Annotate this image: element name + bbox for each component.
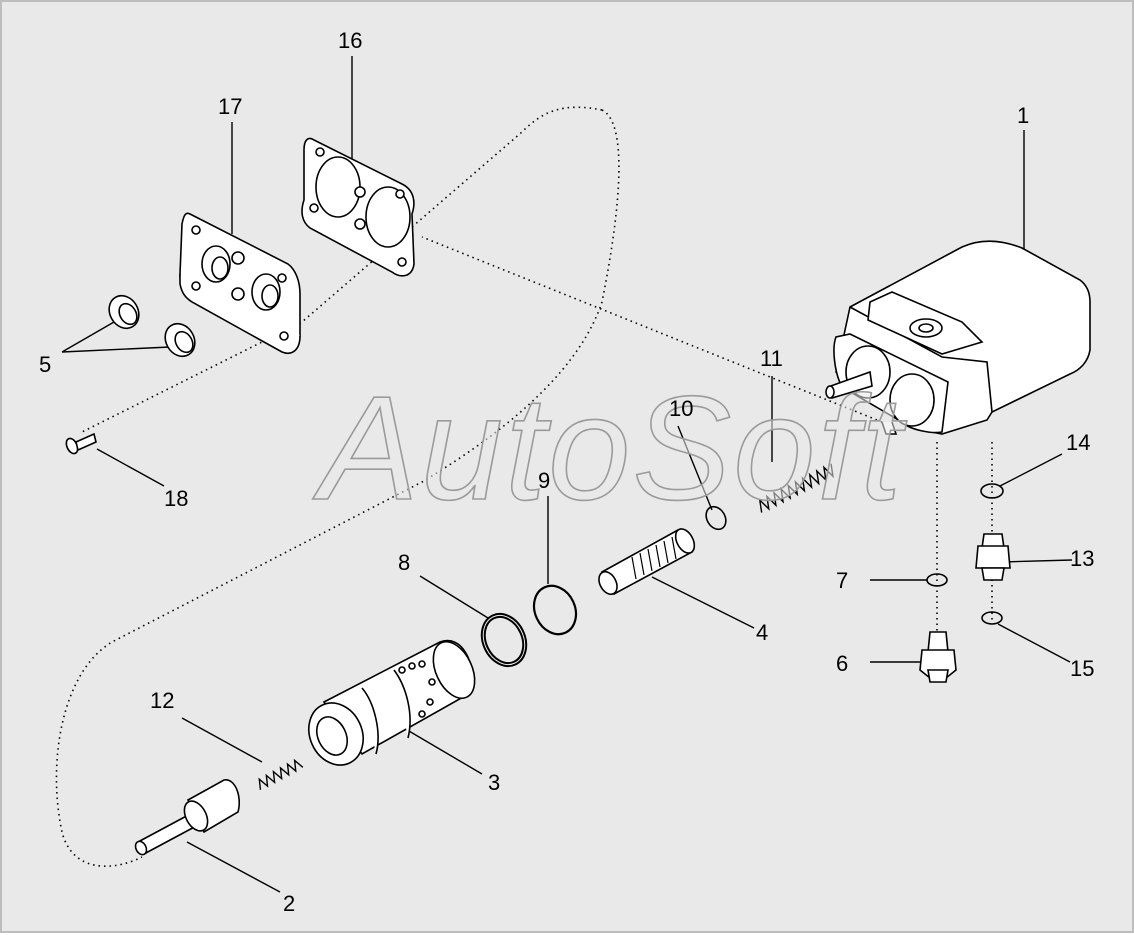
callout-5: 5: [39, 352, 52, 377]
callout-2: 2: [283, 891, 296, 916]
part-13-fitting: [975, 533, 1011, 581]
callout-1: 1: [1017, 103, 1030, 128]
callout-8: 8: [398, 550, 411, 575]
part-14-washer: [980, 483, 1004, 499]
part-10-ring: [705, 505, 727, 531]
callout-4: 4: [756, 620, 769, 645]
part-5-seals: [108, 294, 196, 358]
callout-18: 18: [164, 486, 189, 511]
part-15-washer: [981, 611, 1003, 625]
part-11-spring: [758, 463, 834, 513]
callout-6: 6: [836, 651, 849, 676]
part-2-plunger: [134, 779, 240, 856]
part-16-gasket: [301, 137, 415, 277]
part-7-washer: [926, 573, 948, 587]
callout-3: 3: [488, 770, 501, 795]
leader-lines: [61, 56, 1073, 893]
part-9-oring: [532, 584, 578, 636]
part-3-sleeve: [308, 639, 476, 766]
part-1-valve-housing: [825, 240, 1091, 435]
callout-12: 12: [150, 688, 175, 713]
assembly-guide-lines: [55, 106, 993, 868]
callout-11: 11: [760, 346, 783, 371]
part-18-screw: [65, 432, 97, 455]
part-4-spool: [598, 528, 696, 596]
callout-16: 16: [338, 28, 363, 53]
part-12-spring: [258, 758, 304, 790]
callout-14: 14: [1066, 430, 1091, 455]
part-8-ring: [480, 612, 528, 668]
callout-13: 13: [1070, 546, 1095, 571]
part-6-fitting: [919, 631, 957, 683]
callout-10: 10: [669, 396, 694, 421]
callout-17: 17: [218, 94, 243, 119]
callout-7: 7: [836, 568, 849, 593]
callout-9: 9: [538, 468, 551, 493]
callout-15: 15: [1070, 656, 1095, 681]
part-17-plate: [179, 212, 301, 354]
